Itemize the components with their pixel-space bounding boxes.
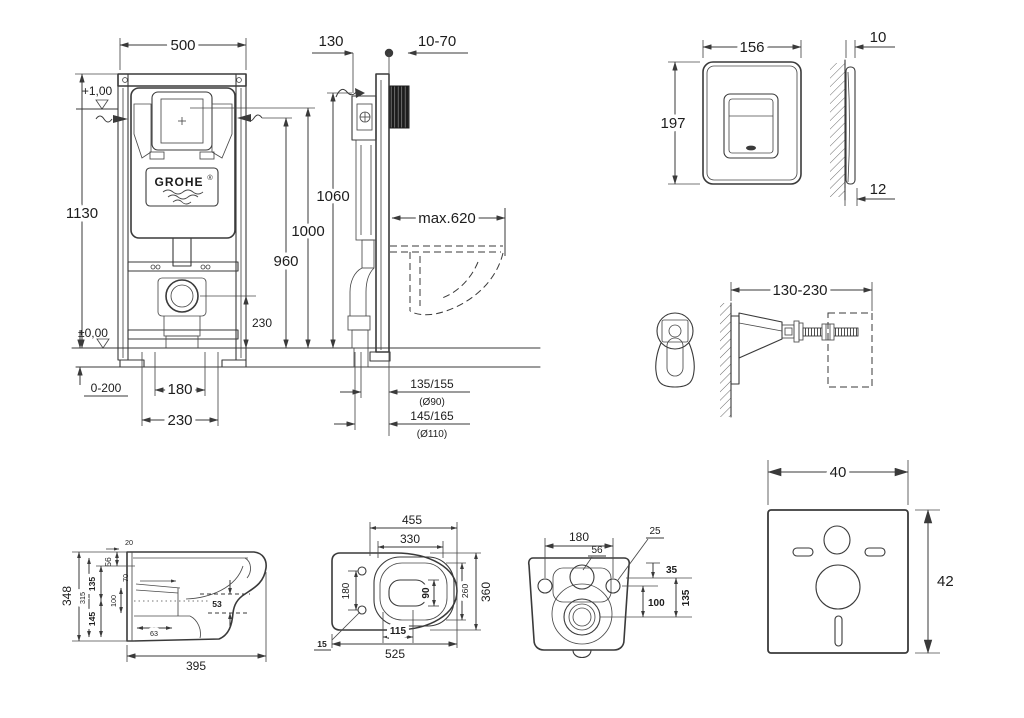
dim-outlet-spacing: 230	[167, 412, 192, 429]
dim-actuator-height: 1000	[291, 223, 324, 240]
dim-frame-height: 1130	[66, 205, 98, 222]
bowl-top-view: 15 455 330 525 180 90 260 360	[314, 510, 497, 661]
grohe-logo: GROHE ®	[145, 167, 219, 207]
dim-mat-height: 42	[937, 573, 954, 590]
dim-drain2: 145/165	[410, 409, 454, 423]
dim-top-to-inlet: 56	[103, 557, 113, 567]
dim-mat-width: 40	[830, 464, 847, 481]
sound-insulation-view: 40 42	[767, 460, 957, 654]
bowl-side-view: 348 315 56 135 145 100 20 70 53 63 395	[57, 538, 267, 673]
bowl-dashed-outline	[390, 245, 504, 316]
flush-plate-view: 156 197 10 12	[657, 29, 895, 206]
dim-bowl-width: 360	[479, 582, 493, 602]
water-inlet-arrow-left	[95, 115, 128, 123]
dim-outlet-offset: 115	[390, 626, 407, 637]
wall-hatch	[830, 63, 845, 197]
brand-logo-text: GROHE	[154, 175, 203, 189]
water-inlet-arrow-right	[237, 114, 263, 122]
wall-bracket-view: 130-230	[655, 279, 873, 418]
dim-mid-lower: 145	[87, 612, 97, 627]
dim-bowl-height: 348	[60, 586, 74, 606]
dim-bolt-spacing: 180	[167, 381, 192, 398]
dim-channel: 70	[121, 574, 130, 582]
dim-plate-width: 156	[739, 39, 764, 56]
dim-wall-gap: 20	[125, 538, 133, 547]
dim-foot-adjust: 0-200	[91, 381, 122, 395]
dim-plate-depth-bottom: 12	[870, 181, 887, 198]
dim-top-height: 1060	[316, 188, 349, 205]
dim-bracket-range: 130-230	[772, 282, 827, 299]
dim-mid-upper: 135	[87, 577, 97, 592]
dim-seat-length: 330	[400, 532, 420, 546]
dim-inlet-height: 960	[273, 253, 298, 270]
dim-trap-drop: 53	[212, 599, 222, 609]
dim-frame-width: 500	[170, 37, 195, 54]
dim-hole-to-outlet: 100	[648, 598, 665, 609]
dim-hole-dia: 25	[649, 526, 661, 537]
dim-actuator-level: +1,00	[82, 84, 113, 98]
dim-plate-height: 197	[660, 115, 685, 132]
dim-inner-length: 455	[402, 513, 422, 527]
dim-drain2-dia: (Ø110)	[417, 429, 447, 440]
dim-plate-depth-top: 10	[870, 29, 887, 46]
dim-rear-hole-spacing: 180	[569, 530, 589, 544]
dim-trap-height: 100	[109, 595, 118, 607]
dim-floor-level: ±0,00	[78, 326, 108, 340]
brand-registered-mark: ®	[207, 173, 213, 182]
wall-hatch	[720, 303, 731, 417]
dim-outlet-height: 230	[252, 316, 272, 330]
dim-bowl-inner-height: 315	[78, 592, 87, 604]
dim-bowl-length: 525	[385, 647, 405, 661]
dim-inlet-dia: 56	[591, 545, 603, 556]
dim-opening-width: 90	[421, 587, 432, 599]
dim-trap-depth: 63	[150, 629, 158, 638]
dim-inlet-to-outlet: 135	[681, 589, 692, 606]
dim-bowl-depth: 395	[186, 659, 206, 673]
dim-max-reach: max.620	[418, 210, 476, 227]
dim-inner-width: 260	[460, 584, 470, 599]
dim-frame-depth: 130	[318, 33, 343, 50]
dim-wall-thickness: 10-70	[418, 33, 456, 50]
frame-front-view: GROHE ® +1,00 ±0,00	[62, 34, 541, 433]
finished-wall-block	[389, 85, 410, 129]
dim-top-hole-spacing: 180	[341, 582, 352, 599]
frame-side-view: 130 10-70 max.620 135/155 (Ø90) 145/165 …	[312, 33, 506, 440]
dim-drain1-dia: (Ø90)	[419, 397, 445, 408]
dim-drain1: 135/155	[410, 377, 454, 391]
bowl-rear-view: 180 56 25 35 100 135	[527, 526, 696, 659]
dim-hole-inset: 15	[317, 639, 327, 649]
dim-hole-to-inlet: 35	[666, 565, 678, 576]
